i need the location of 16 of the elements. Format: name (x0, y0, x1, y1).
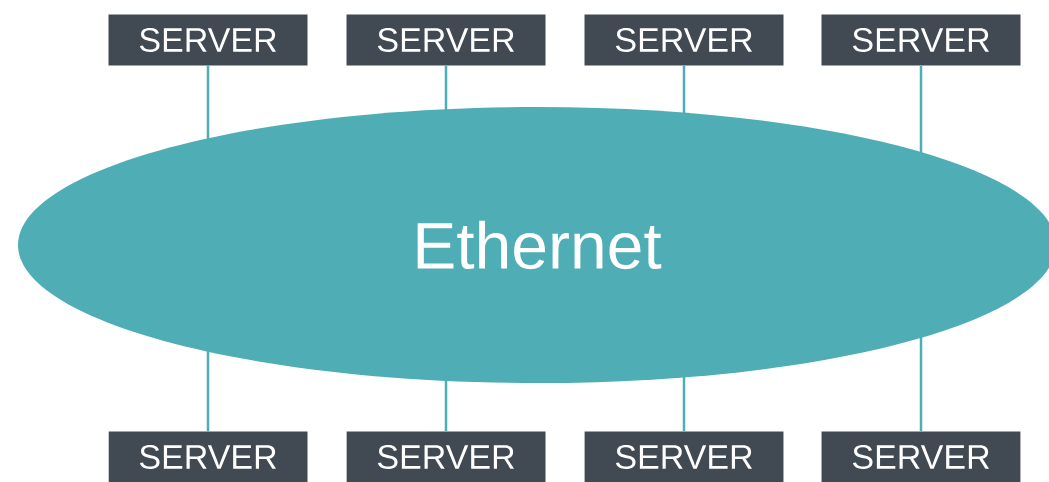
connector-line (444, 65, 448, 112)
connector-line (206, 349, 210, 432)
server-box: SERVER (108, 431, 308, 482)
server-box: SERVER (821, 431, 1021, 482)
connector-line (682, 375, 686, 432)
server-box: SERVER (584, 14, 784, 66)
server-box: SERVER (821, 14, 1021, 66)
server-box: SERVER (584, 431, 784, 482)
server-box: SERVER (346, 14, 546, 66)
server-box: SERVER (346, 431, 546, 482)
connector-line (444, 378, 448, 432)
connector-line (206, 65, 210, 141)
connector-line (919, 335, 923, 432)
connector-line (682, 65, 686, 115)
connector-line (919, 65, 923, 155)
server-box: SERVER (108, 14, 308, 66)
